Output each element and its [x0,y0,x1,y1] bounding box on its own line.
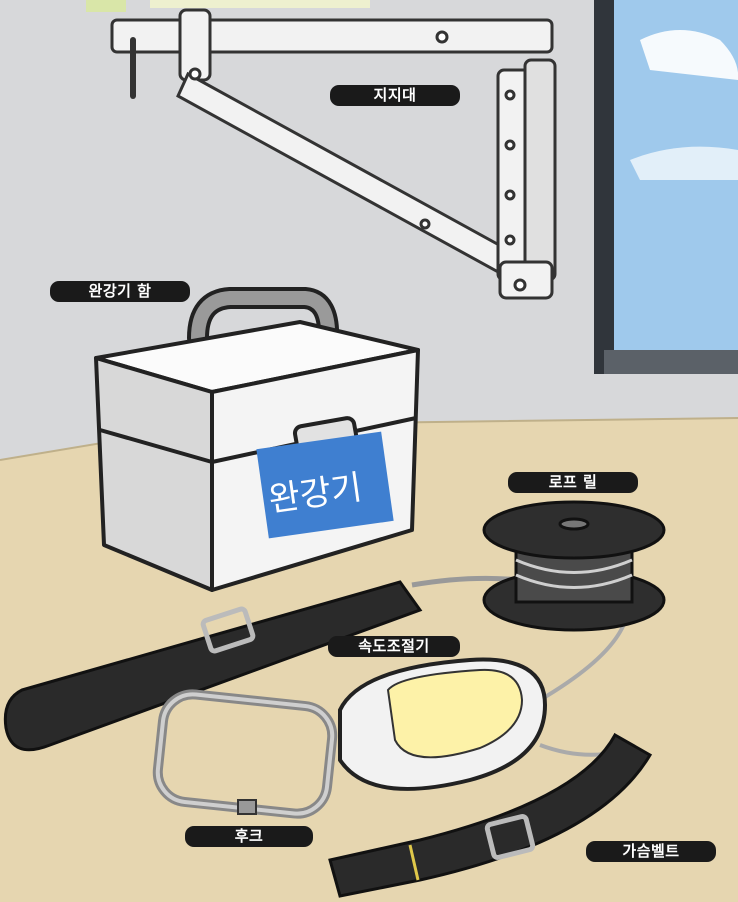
label-rope-reel: 로프 릴 [508,472,638,493]
label-hook: 후크 [185,826,313,847]
label-case: 완강기 함 [50,281,190,302]
window [594,0,738,374]
label-speed-controller: 속도조절기 [328,636,460,657]
label-chest-belt: 가슴벨트 [586,841,716,862]
label-stand: 지지대 [330,85,460,106]
